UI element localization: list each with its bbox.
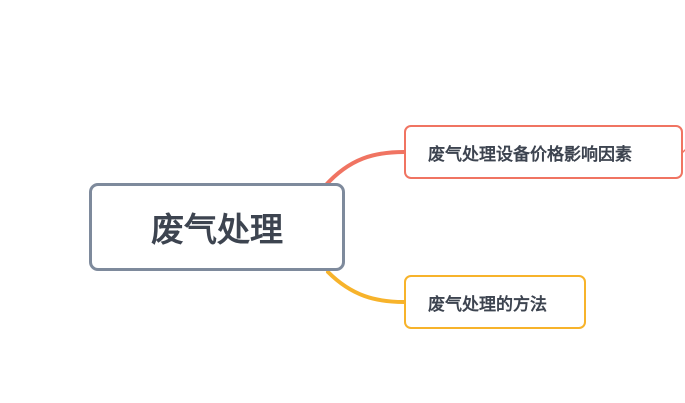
branch-connector-2	[326, 270, 406, 304]
branch-topic-label: 废气处理的方法	[428, 294, 547, 315]
branch-topic-price-factors[interactable]: 废气处理设备价格影响因素	[404, 125, 683, 179]
branch-connector-1	[323, 150, 406, 188]
root-topic-label: 废气处理	[151, 210, 283, 249]
branch-topic-label: 废气处理设备价格影响因素	[428, 144, 632, 165]
root-topic[interactable]: 废气处理	[89, 183, 345, 271]
branch-topic-methods[interactable]: 废气处理的方法	[404, 275, 586, 329]
